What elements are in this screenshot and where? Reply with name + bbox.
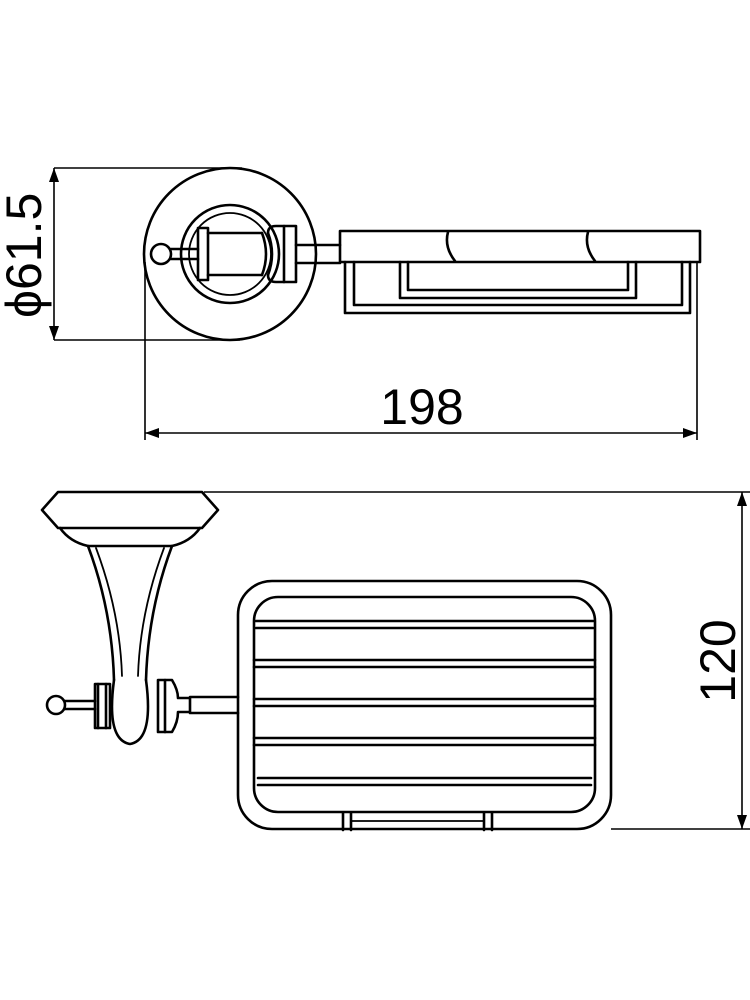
diameter-dimension: ϕ61.5	[0, 167, 242, 341]
front-knob	[45, 694, 67, 716]
diameter-extension-lines	[54, 167, 242, 341]
slat-3	[252, 697, 597, 708]
body	[110, 678, 150, 746]
slat-4	[252, 736, 597, 747]
diameter-label: ϕ61.5	[0, 193, 52, 318]
height-arrow-top	[737, 492, 747, 506]
front-collar-left-detail	[96, 682, 108, 730]
dish-top-rim	[338, 229, 702, 264]
dish-rim-marks	[445, 230, 597, 263]
collar-ridges	[260, 231, 274, 277]
flange-skirt	[58, 526, 202, 548]
basket-frame-outer	[236, 579, 613, 831]
collar-body	[206, 231, 264, 277]
diameter-arrow-bottom	[49, 326, 59, 340]
width-extension-lines	[144, 262, 698, 440]
diameter-arrow-top	[49, 168, 59, 182]
knob-pin	[169, 247, 200, 261]
width-dimension: 198	[144, 262, 698, 440]
wall-flange	[40, 490, 220, 530]
width-arrow-left	[145, 428, 159, 438]
basket-outer	[343, 260, 692, 315]
rosette-inner-ring	[179, 203, 281, 305]
bulb	[266, 224, 298, 284]
front-knob-pin	[63, 699, 97, 711]
basket-inner-2	[406, 260, 630, 292]
front-view	[40, 490, 613, 832]
collar-left	[196, 226, 210, 282]
basket-inner	[398, 260, 638, 300]
slat-2	[252, 658, 597, 669]
slat-5	[256, 776, 593, 787]
front-collar-right	[156, 678, 192, 734]
width-arrow-right	[683, 428, 697, 438]
basket-frame-inner	[252, 595, 597, 814]
front-arm	[188, 695, 240, 715]
width-label: 198	[380, 379, 463, 435]
height-dimension: 120	[204, 491, 750, 830]
neck-inner	[95, 547, 165, 677]
basket-outer-inner	[352, 260, 684, 307]
arm	[294, 243, 342, 265]
height-label: 120	[690, 619, 746, 702]
top-view	[142, 166, 702, 342]
knob	[149, 242, 173, 266]
neck	[86, 544, 174, 682]
rosette-inner-ring-2	[188, 212, 272, 296]
height-extension-lines	[204, 491, 750, 830]
height-arrow-bottom	[737, 815, 747, 829]
slat-1	[254, 619, 595, 630]
